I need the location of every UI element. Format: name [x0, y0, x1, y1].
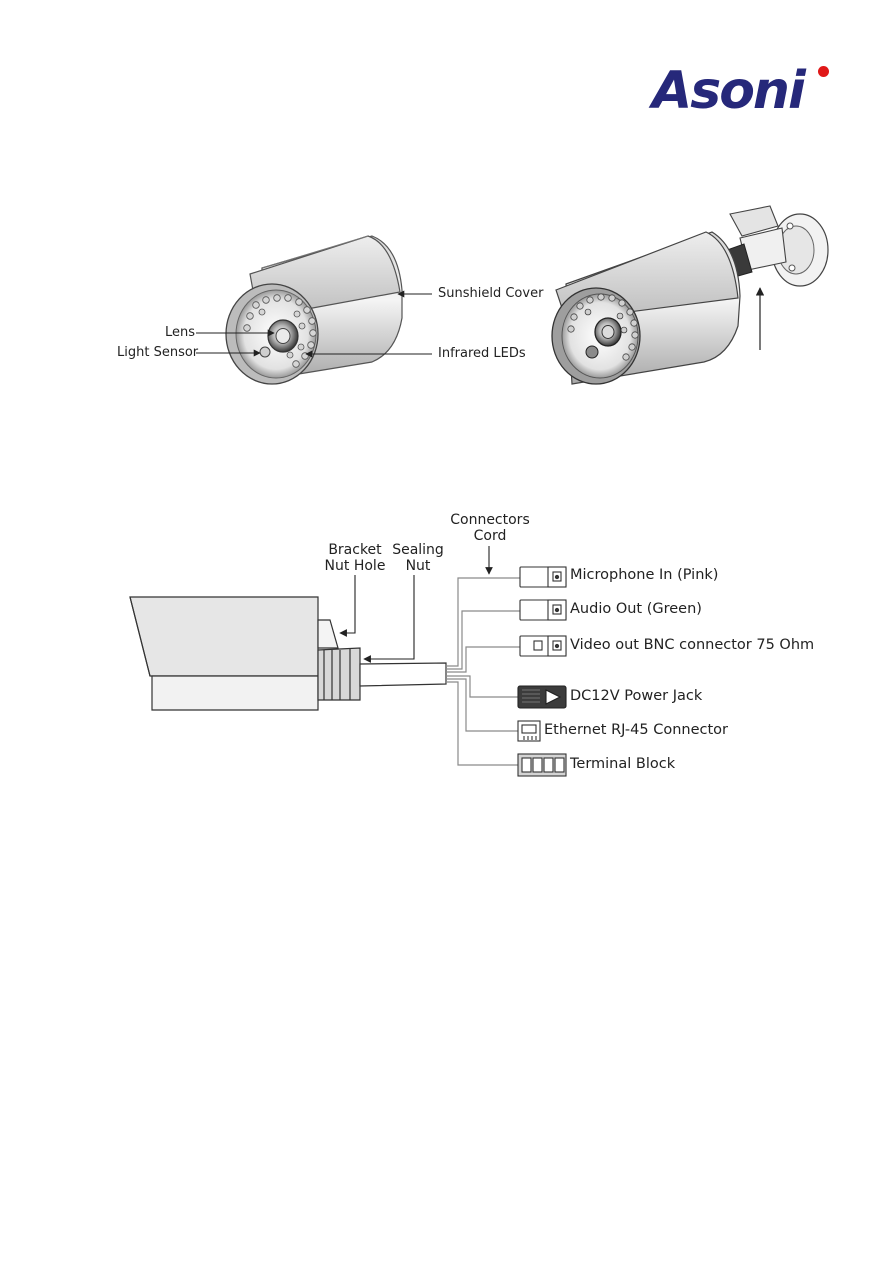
sealing-nut-label: Sealing Nut: [388, 542, 448, 574]
lens-label: Lens: [165, 325, 196, 340]
sealing-label-line1: Sealing: [392, 542, 444, 558]
rca-jack-icon: [519, 566, 567, 588]
cord-label-line2: Cord: [473, 528, 507, 544]
ethernet-rj45-label: Ethernet RJ-45 Connector: [544, 722, 728, 738]
asoni-logo: Asoni: [652, 62, 834, 120]
connectors-cord-label: Connectors Cord: [444, 512, 536, 544]
power-jack-icon: [517, 685, 567, 709]
terminal-block-icon: [517, 753, 567, 777]
infrared-leds-label: Infrared LEDs: [438, 346, 526, 361]
light-sensor-label: Light Sensor: [117, 345, 199, 360]
microphone-in-label: Microphone In (Pink): [570, 567, 719, 583]
connector-wires: [446, 577, 520, 766]
bnc-jack-icon: [519, 635, 567, 657]
camera-side-view: [129, 596, 447, 711]
bracket-label-line1: Bracket: [328, 542, 382, 558]
dc12v-power-jack-label: DC12V Power Jack: [570, 688, 703, 704]
audio-out-label: Audio Out (Green): [570, 601, 702, 617]
fig1-leader-lines: [196, 290, 432, 358]
sunshield-cover-label: Sunshield Cover: [438, 286, 544, 301]
cord-label-line1: Connectors: [450, 512, 530, 528]
sealing-label-line2: Nut: [405, 558, 431, 574]
terminal-block-label: Terminal Block: [570, 756, 676, 772]
video-out-bnc-label: Video out BNC connector 75 Ohm: [570, 637, 815, 653]
camera-front-view: [225, 235, 403, 385]
fig2-leader-lines: [339, 546, 493, 663]
rj45-icon: [517, 720, 541, 742]
bracket-nut-hole-label: Bracket Nut Hole: [322, 542, 388, 574]
logo-dot: [818, 66, 829, 77]
logo-text: Asoni: [652, 61, 806, 121]
camera-with-bracket-view: [551, 205, 829, 385]
bracket-label-line2: Nut Hole: [324, 558, 386, 574]
rca-jack-icon: [519, 599, 567, 621]
